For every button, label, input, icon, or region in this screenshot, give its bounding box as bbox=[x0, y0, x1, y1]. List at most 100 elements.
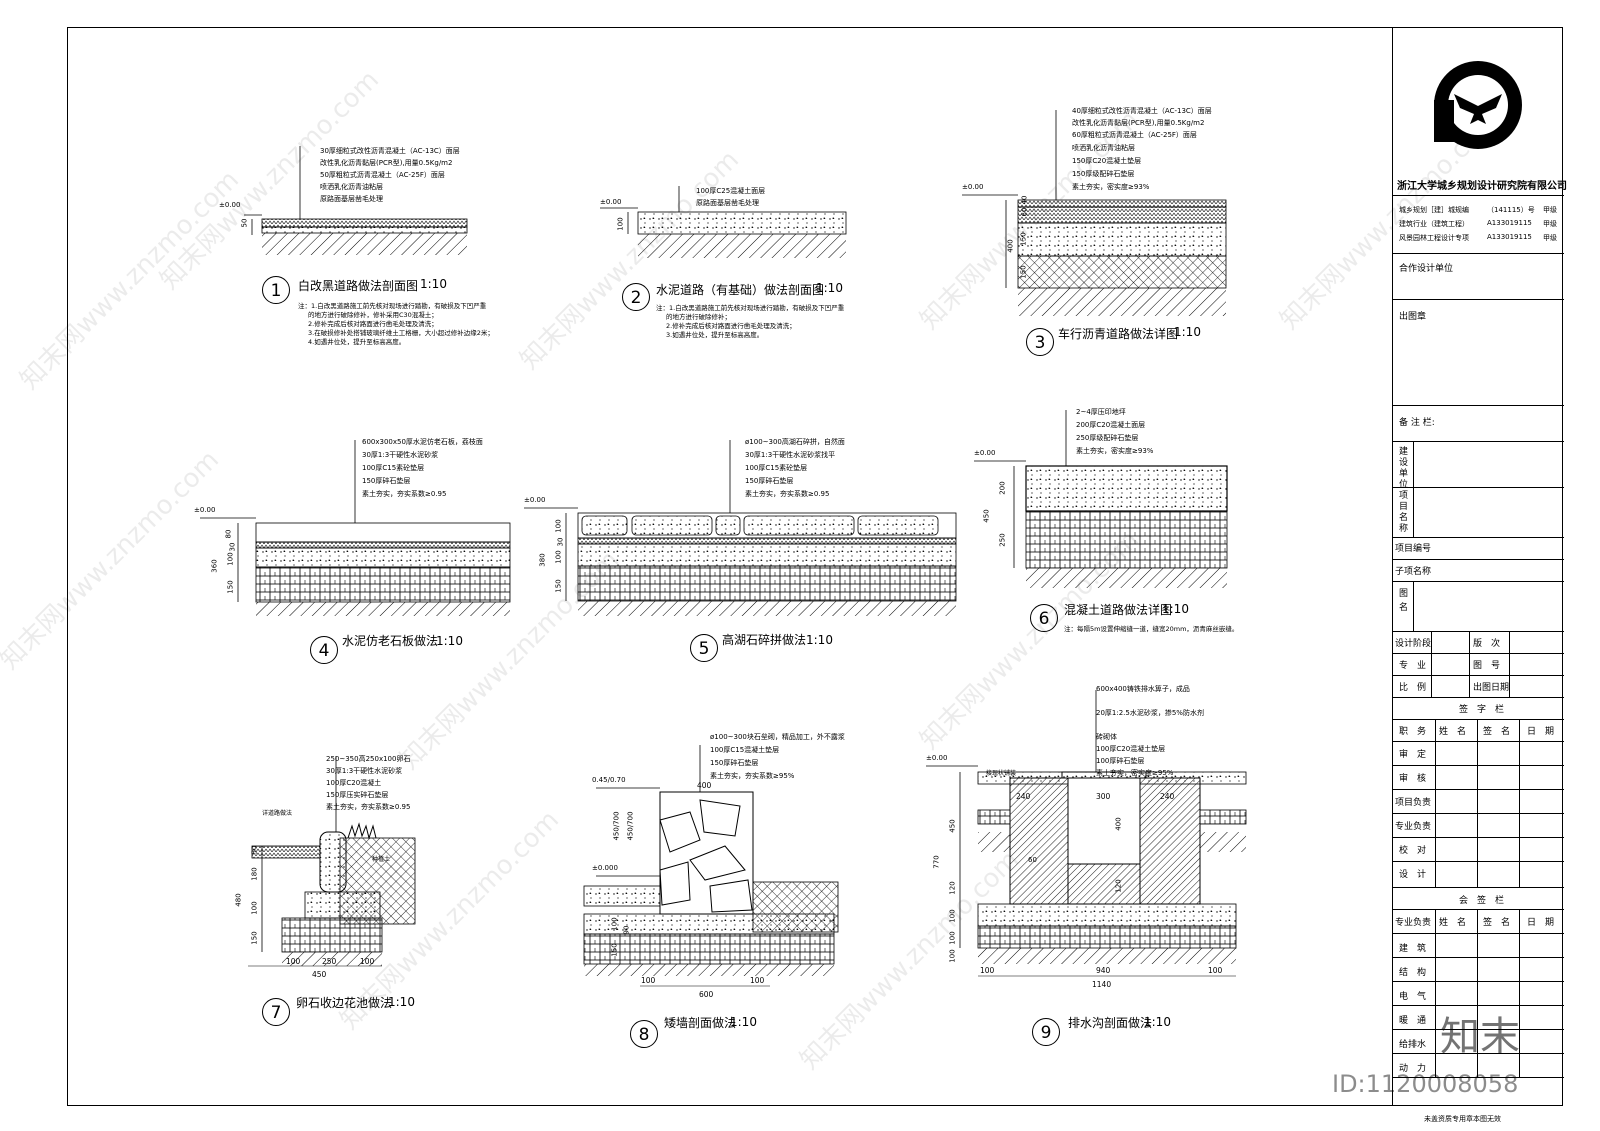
sign-header: 日 期 bbox=[1527, 727, 1555, 737]
countersign-row: 暖 通 bbox=[1399, 1016, 1427, 1026]
dim: 360 bbox=[210, 559, 219, 573]
sign-row: 设 计 bbox=[1399, 870, 1427, 880]
detail-scale: 1:10 bbox=[436, 634, 463, 648]
detail-scale: 1:10 bbox=[388, 995, 415, 1009]
detail-number: 4 bbox=[310, 636, 338, 664]
dim: 80 bbox=[224, 529, 233, 539]
sign-row: 审 核 bbox=[1399, 774, 1427, 784]
drawing-name-label: 图名 bbox=[1399, 589, 1409, 613]
major-label: 专 业 bbox=[1399, 661, 1427, 671]
dim: 450/700 bbox=[612, 811, 621, 841]
level-mark: 0.45/0.70 bbox=[592, 776, 626, 784]
drawing-frame bbox=[67, 27, 1563, 1106]
dim: 120 bbox=[948, 881, 957, 895]
detail-title: 矮墙剖面做法 bbox=[664, 1016, 737, 1030]
layer-label: 100厚碎石垫层 bbox=[1096, 757, 1145, 765]
sign-row: 审 定 bbox=[1399, 750, 1427, 760]
dim: 150 bbox=[250, 931, 259, 945]
note: 的地方进行破除修补； bbox=[666, 313, 731, 321]
layer-label: 40厚细粒式改性沥青混凝土（AC-13C）面层 bbox=[1072, 107, 1212, 115]
section-4-graphic bbox=[200, 440, 511, 616]
dim: 450 bbox=[312, 970, 327, 979]
note: 2.修补完成后核对路面进行凿毛处理及清洗； bbox=[666, 322, 796, 330]
dim: 100 bbox=[948, 931, 957, 945]
countersign-header: 专业负责 bbox=[1395, 918, 1432, 928]
detail-title: 水泥道路（有基础）做法剖面图 bbox=[656, 283, 825, 297]
phase-label: 设计阶段 bbox=[1395, 639, 1432, 649]
sign-row: 项目负责 bbox=[1395, 798, 1432, 808]
detail-number: 7 bbox=[262, 998, 290, 1026]
countersign-row: 动 力 bbox=[1399, 1064, 1427, 1074]
detail-title: 混凝土道路做法详图 bbox=[1064, 603, 1173, 617]
sign-row: 校 对 bbox=[1399, 846, 1427, 856]
layer-label: 150厚级配碎石垫层 bbox=[1072, 170, 1135, 178]
detail-number: 1 bbox=[262, 276, 290, 304]
layer-label: 100厚C20混凝土垫层 bbox=[1096, 745, 1166, 753]
note: 的地方进行破除修补，修补采用C30混凝土； bbox=[308, 311, 438, 319]
countersign-row: 结 构 bbox=[1399, 968, 1427, 978]
sub-name-label: 子项名称 bbox=[1395, 567, 1432, 577]
layer-label: 250~350高250x100卵石 bbox=[326, 755, 411, 763]
detail-number: 2 bbox=[622, 283, 650, 311]
detail-scale: 1:10 bbox=[1174, 325, 1201, 339]
layer-label: 150厚碎石垫层 bbox=[362, 477, 411, 485]
dim: 40 bbox=[1020, 195, 1029, 205]
section-8-graphic bbox=[583, 745, 839, 987]
dim: 100 bbox=[360, 957, 375, 966]
section-7-graphic bbox=[248, 756, 416, 967]
dim: 50 bbox=[250, 845, 259, 855]
layer-label: 喷洒乳化沥青油粘层 bbox=[320, 183, 383, 191]
dim: 150 bbox=[1019, 265, 1028, 279]
dim: 940 bbox=[1096, 966, 1111, 975]
detail-scale: 1:10 bbox=[816, 281, 843, 295]
dim: 240 bbox=[1160, 792, 1175, 801]
dim: 400 bbox=[1006, 239, 1015, 253]
drawing-no-label: 图 号 bbox=[1473, 661, 1501, 671]
date-label: 出图日期 bbox=[1473, 683, 1510, 693]
qual-code: （141115）号 bbox=[1487, 206, 1535, 214]
dim: 1140 bbox=[1092, 980, 1112, 989]
layer-label: 600x300x50厚水泥仿老石板，荔枝面 bbox=[362, 438, 483, 446]
detail-number: 8 bbox=[630, 1020, 658, 1048]
dim: 400 bbox=[1114, 817, 1123, 831]
footer-note: 未盖资质专用章本图无效 bbox=[1424, 1115, 1501, 1123]
company-name: 浙江大学城乡规划设计研究院有限公司 bbox=[1397, 181, 1567, 192]
layer-label: ø100~300块石垒砌，精品加工，外不露浆 bbox=[710, 733, 845, 741]
note: 3.如遇井位处，提升至标高高度。 bbox=[666, 331, 764, 339]
detail-scale: 1:10 bbox=[730, 1015, 757, 1029]
side-label: 接现状铺装 bbox=[986, 770, 1017, 777]
layer-label: 100厚C25混凝土面层 bbox=[696, 187, 766, 195]
dim: 250 bbox=[998, 533, 1007, 547]
layer-label: 20厚1:2.5水泥砂浆，掺5%防水剂 bbox=[1096, 709, 1204, 717]
dim: 450/700 bbox=[626, 811, 635, 841]
dim: 120 bbox=[1114, 879, 1123, 893]
detail-number: 5 bbox=[690, 634, 718, 662]
level-mark: ±0.00 bbox=[974, 449, 996, 457]
dim: 250 bbox=[322, 957, 337, 966]
level-mark: ±0.00 bbox=[600, 198, 622, 206]
countersign-row: 给排水 bbox=[1399, 1040, 1427, 1050]
countersign-header: 日 期 bbox=[1527, 918, 1555, 928]
layer-label: 600x400铸铁排水箅子，成品 bbox=[1096, 685, 1190, 693]
project-name-label: 项目名称 bbox=[1399, 491, 1409, 534]
dim: 300 bbox=[1096, 792, 1111, 801]
qual-name: 城乡规划［建］城规编 bbox=[1399, 206, 1469, 214]
layer-label: 30厚1:3干硬性水泥砂浆 bbox=[326, 767, 403, 775]
side-label: 详道路做法 bbox=[262, 810, 293, 817]
dim: 90 bbox=[622, 925, 631, 935]
sign-header: 职 务 bbox=[1399, 727, 1427, 737]
section-2-graphic bbox=[600, 186, 847, 258]
note: 3.在破损修补处搭铺玻璃纤维土工格栅，大小超过修补边缘2米； bbox=[308, 329, 494, 337]
layer-label: 素土夯实，夯实系数≥0.95 bbox=[745, 490, 830, 498]
sign-header: 签 名 bbox=[1483, 727, 1511, 737]
layer-label: 喷洒乳化沥青油粘层 bbox=[1072, 144, 1135, 152]
section-6-graphic bbox=[974, 410, 1228, 588]
layer-label: 原路面基层凿毛处理 bbox=[320, 195, 383, 203]
dim: 100 bbox=[226, 552, 235, 566]
level-mark: ±0.00 bbox=[219, 201, 241, 209]
project-no-label: 项目编号 bbox=[1395, 544, 1432, 554]
detail-number: 6 bbox=[1030, 604, 1058, 632]
level-mark: ±0.00 bbox=[926, 754, 948, 762]
layer-label: 素土夯实，夯实系数≥0.95 bbox=[362, 490, 447, 498]
